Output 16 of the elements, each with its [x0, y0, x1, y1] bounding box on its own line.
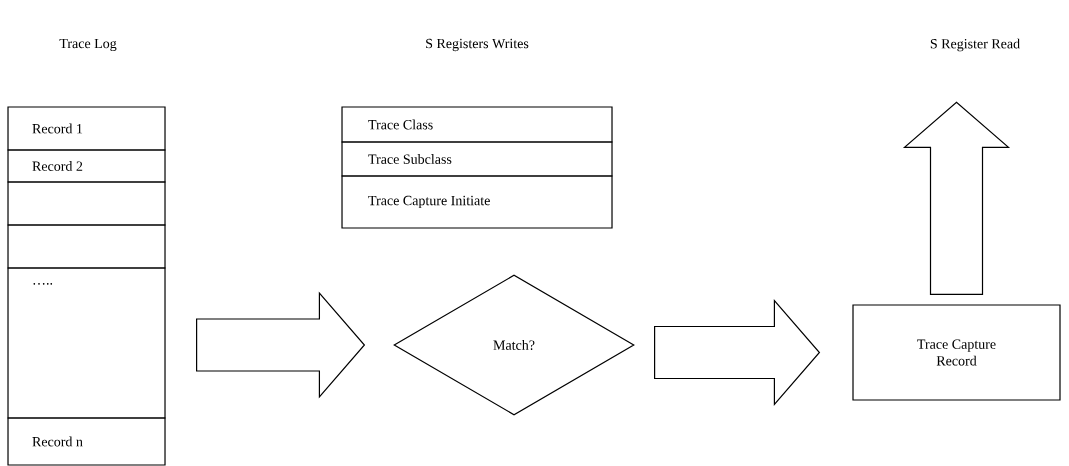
column-heading: Trace Log — [59, 38, 117, 52]
register-box: Trace Class — [341, 106, 613, 143]
empty-record-box — [7, 224, 166, 269]
record-box: ….. — [7, 267, 166, 419]
register-box: Trace Capture Initiate — [341, 175, 613, 229]
block-arrow — [196, 291, 366, 399]
record-box: Record 1 — [7, 106, 166, 151]
record-box: Record n — [7, 417, 166, 466]
register-box: Trace Subclass — [341, 141, 613, 177]
record-box: Record 2 — [7, 149, 166, 183]
column-heading: S Registers Writes — [426, 38, 529, 52]
block-arrow — [654, 298, 821, 407]
empty-record-box — [7, 181, 166, 226]
process-box: Trace Capture Record — [852, 304, 1061, 401]
block-arrow — [902, 101, 1011, 295]
column-heading: S Register Read — [930, 38, 1020, 52]
